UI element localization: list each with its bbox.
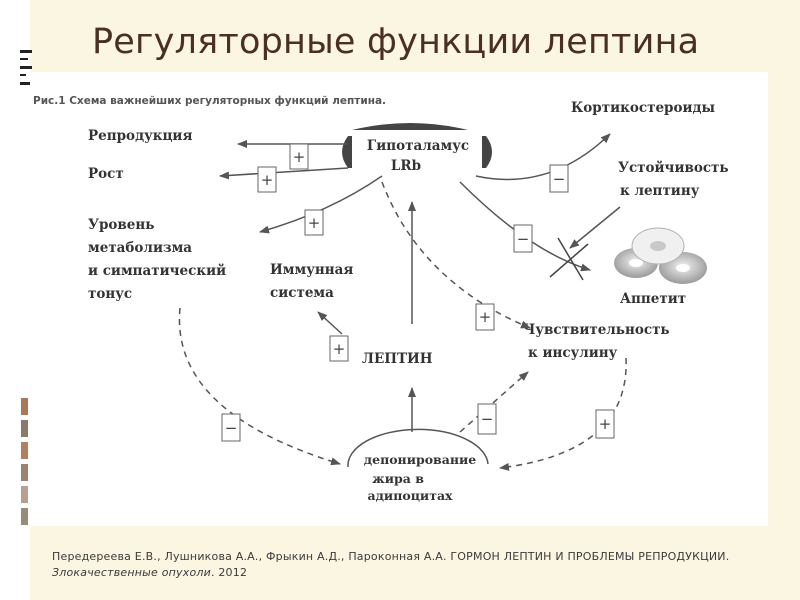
plus-box-metabolism: + <box>304 209 324 236</box>
fat-depot-label-line1: депонирование <box>364 452 476 467</box>
fat-depot-label-line2: жира в <box>372 471 424 486</box>
arrow-to-metabolism <box>259 175 383 234</box>
left-decoration-square <box>21 464 28 481</box>
arrow-to-growth <box>219 167 349 180</box>
svg-text:+: + <box>293 148 306 166</box>
fat-depot-node: депонирование жира в адипоцитах <box>347 428 489 503</box>
citation-year: . 2012 <box>210 566 248 579</box>
hypothalamus-cap <box>352 123 468 130</box>
corticosteroids-label: Кортикостероиды <box>571 100 715 116</box>
hypothalamus-right-bracket <box>482 136 492 168</box>
svg-text:+: + <box>261 171 274 189</box>
minus-box-fat-insulin: − <box>477 403 497 435</box>
diagram-canvas: Рис.1 Схема важнейших регуляторных функц… <box>33 95 729 503</box>
citation-authors-title: Передереева Е.В., Лушникова А.А., Фрыкин… <box>52 550 730 563</box>
appetite-label: Аппетит <box>620 291 686 307</box>
svg-text:−: − <box>481 410 494 428</box>
plus-box-growth: + <box>257 166 277 193</box>
dashed-arrow-fat-to-insulin <box>459 371 529 433</box>
svg-text:−: − <box>517 230 530 248</box>
resistance-label-line1: Устойчивость <box>618 160 729 176</box>
metabolism-label-line4: тонус <box>88 286 132 302</box>
svg-text:−: − <box>225 419 238 437</box>
figure-caption: Рис.1 Схема важнейших регуляторных функц… <box>33 95 386 107</box>
plus-box-immune: + <box>329 335 349 362</box>
insulin-label-line2: к инсулину <box>528 345 618 361</box>
hypothalamus-label: Гипоталамус <box>367 138 469 154</box>
arrow-to-immune <box>317 311 343 335</box>
insulin-label-line1: Чувствительность <box>523 322 670 338</box>
dashed-arrow-insulin-to-fat <box>499 357 627 471</box>
left-decoration-square <box>21 508 28 525</box>
svg-text:+: + <box>333 340 346 358</box>
minus-box-corticosteroids: − <box>549 164 569 193</box>
plus-box-insulin: + <box>475 303 495 331</box>
cross-line-2 <box>549 243 589 278</box>
metabolism-label-line3: и симпатический <box>88 263 226 279</box>
hypothalamus-receptor-label: LRb <box>391 158 421 174</box>
minus-box-metabolism-fat: − <box>221 413 241 442</box>
metabolism-label-line1: Уровень <box>88 217 154 233</box>
donuts-icon <box>614 227 707 284</box>
citation: Передереева Е.В., Лушникова А.А., Фрыкин… <box>52 549 752 581</box>
svg-text:+: + <box>599 415 612 433</box>
leptin-diagram: Рис.1 Схема важнейших регуляторных функц… <box>30 72 768 526</box>
arrow-resistance <box>569 206 621 249</box>
dashed-arrow-to-insulin <box>381 181 531 329</box>
svg-text:+: + <box>479 308 492 326</box>
leptin-label: ЛЕПТИН <box>362 351 433 367</box>
hypothalamus-left-bracket <box>342 136 352 168</box>
svg-text:−: − <box>553 170 566 188</box>
left-decoration-bar <box>20 74 26 76</box>
left-decoration-square <box>21 442 28 459</box>
left-decoration-square <box>21 420 28 437</box>
left-decoration-bar <box>20 50 32 53</box>
left-decoration-bar <box>20 82 30 85</box>
immune-label-line2: система <box>270 285 334 301</box>
fat-depot-label-line3: адипоцитах <box>368 488 454 503</box>
resistance-label-line2: к лептину <box>620 183 700 199</box>
dashed-arrow-metabolism-to-fat <box>178 307 341 466</box>
citation-journal: Злокачественные опухоли <box>52 566 211 579</box>
svg-text:+: + <box>308 214 321 232</box>
left-decoration-square <box>21 398 28 415</box>
plus-box-reproduction: + <box>289 143 309 170</box>
metabolism-label-line2: метаболизма <box>88 240 192 256</box>
left-decoration-bar <box>20 58 28 60</box>
plus-box-insulin-fat: + <box>595 409 615 439</box>
minus-box-appetite: − <box>513 224 533 253</box>
hypothalamus-node: Гипоталамус LRb <box>342 123 492 174</box>
reproduction-label: Репродукция <box>88 128 192 144</box>
arrow-to-corticosteroids <box>475 133 611 181</box>
left-decoration-bar <box>20 66 32 69</box>
slide-title: Регуляторные функции лептина <box>92 22 700 62</box>
growth-label: Рост <box>88 166 124 182</box>
immune-label-line1: Иммунная <box>270 262 353 278</box>
left-decoration-square <box>21 486 28 503</box>
